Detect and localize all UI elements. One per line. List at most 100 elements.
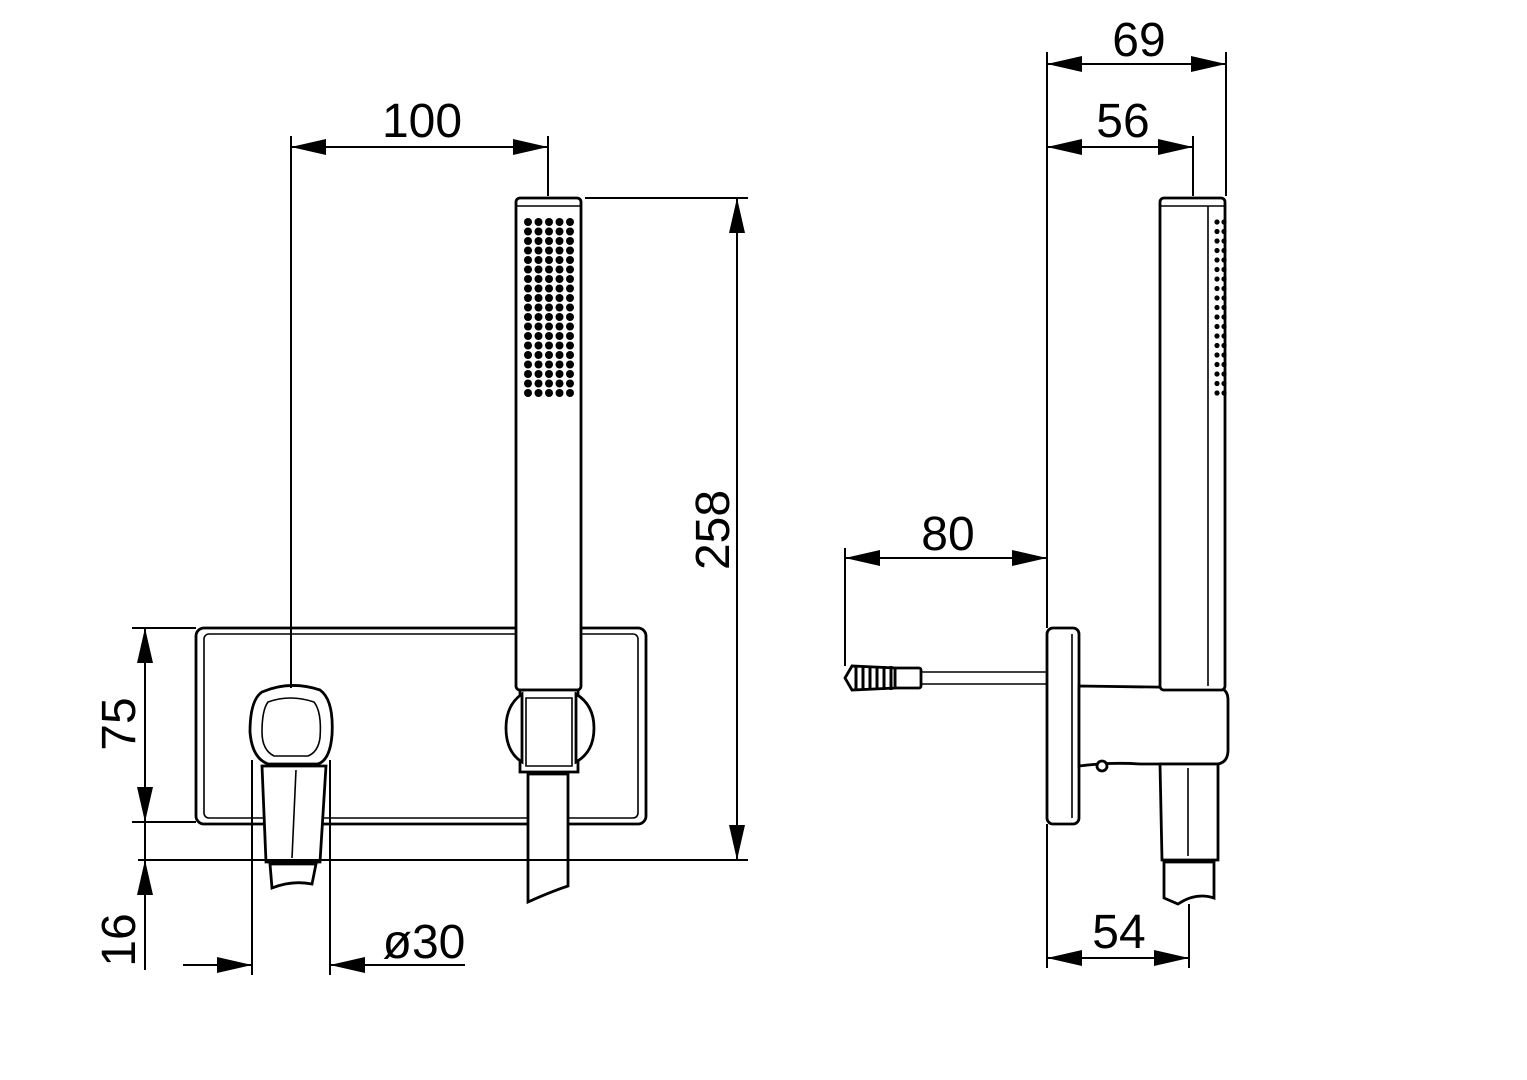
mixer-lever-shade bbox=[291, 769, 297, 859]
spray-nozzle bbox=[534, 389, 543, 397]
side-view: 69 56 80 54 bbox=[843, 14, 1230, 968]
spray-nozzle bbox=[534, 265, 543, 274]
dim-depth-handshower: 56 bbox=[1047, 95, 1194, 196]
side-nozzle bbox=[1214, 238, 1220, 244]
side-nozzle bbox=[1214, 314, 1220, 320]
spray-nozzle bbox=[534, 294, 543, 302]
spray-nozzle bbox=[545, 322, 553, 331]
side-nozzle bbox=[1221, 342, 1227, 349]
spray-nozzle bbox=[545, 360, 553, 369]
spray-nozzle bbox=[524, 218, 532, 226]
spray-nozzle bbox=[566, 389, 574, 397]
spray-nozzle bbox=[555, 389, 564, 397]
spray-nozzle bbox=[555, 256, 564, 264]
spray-nozzle bbox=[534, 313, 543, 321]
spray-nozzle bbox=[545, 256, 553, 264]
dim-label-54: 54 bbox=[1092, 906, 1145, 959]
dim-label-diameter: ø30 bbox=[383, 916, 466, 969]
spray-nozzle bbox=[534, 256, 543, 264]
side-nozzle bbox=[1221, 228, 1227, 235]
spray-nozzle bbox=[555, 227, 564, 236]
side-nozzle bbox=[1221, 361, 1227, 368]
side-nozzle bbox=[1221, 257, 1227, 263]
spray-nozzle bbox=[566, 256, 574, 264]
dim-label-258: 258 bbox=[687, 490, 740, 570]
spray-nozzle bbox=[566, 218, 574, 226]
spray-nozzle bbox=[566, 303, 574, 312]
dim-depth-bottom: 54 bbox=[1046, 824, 1190, 968]
spray-nozzle bbox=[545, 332, 553, 340]
dim-label-69: 69 bbox=[1112, 14, 1165, 67]
spray-nozzle bbox=[566, 275, 574, 283]
spray-nozzle bbox=[534, 360, 543, 369]
spray-nozzle bbox=[555, 237, 564, 245]
dim-diameter: ø30 bbox=[183, 760, 465, 975]
holder-screw bbox=[1095, 759, 1109, 773]
spray-nozzle bbox=[555, 322, 564, 331]
spray-nozzle bbox=[555, 313, 564, 321]
dim-width-top: 100 bbox=[290, 95, 549, 688]
spray-nozzle bbox=[534, 303, 543, 312]
spray-nozzle bbox=[524, 351, 532, 359]
spray-nozzle bbox=[555, 341, 564, 350]
spray-nozzle-grid bbox=[524, 218, 574, 397]
spray-nozzle bbox=[555, 294, 564, 302]
side-nozzle bbox=[1214, 228, 1220, 235]
side-nozzle bbox=[1221, 314, 1227, 320]
side-nozzle bbox=[1221, 304, 1227, 311]
side-nozzle bbox=[1214, 285, 1220, 292]
mixer-lever-knob-inner bbox=[261, 697, 322, 757]
spray-nozzle bbox=[566, 351, 574, 359]
side-nozzle bbox=[1214, 352, 1220, 358]
side-nozzle bbox=[1221, 380, 1227, 387]
side-nozzle-column bbox=[1214, 219, 1227, 396]
side-nozzle bbox=[1214, 247, 1220, 254]
spray-nozzle bbox=[524, 360, 532, 369]
spray-nozzle bbox=[524, 379, 532, 388]
spray-nozzle bbox=[545, 351, 553, 359]
spray-nozzle bbox=[545, 275, 553, 283]
side-nozzle bbox=[1221, 333, 1227, 339]
spray-nozzle bbox=[534, 332, 543, 340]
spray-nozzle bbox=[534, 322, 543, 331]
spray-nozzle bbox=[566, 237, 574, 245]
spray-nozzle bbox=[524, 246, 532, 255]
spray-nozzle bbox=[555, 351, 564, 359]
dim-label-100: 100 bbox=[382, 95, 462, 148]
spray-nozzle bbox=[545, 237, 553, 245]
side-nozzle bbox=[1221, 323, 1227, 330]
side-nozzle bbox=[1221, 352, 1227, 358]
spray-nozzle bbox=[566, 341, 574, 350]
spray-nozzle bbox=[524, 332, 532, 340]
side-nozzle bbox=[1214, 342, 1220, 349]
spray-nozzle bbox=[545, 379, 553, 388]
holder-arm bbox=[1077, 684, 1230, 768]
side-nozzle bbox=[1214, 276, 1220, 282]
spray-nozzle bbox=[545, 313, 553, 321]
spray-nozzle bbox=[545, 389, 553, 397]
front-view: 100 258 75 16 bbox=[93, 95, 748, 975]
dim-wall-anchor: 80 bbox=[844, 508, 1047, 666]
spray-nozzle bbox=[545, 284, 553, 293]
side-nozzle bbox=[1221, 285, 1227, 292]
side-nozzle bbox=[1214, 266, 1220, 273]
spray-nozzle bbox=[566, 284, 574, 293]
spray-nozzle bbox=[566, 294, 574, 302]
holder-left-clip bbox=[504, 691, 524, 765]
spray-nozzle bbox=[566, 246, 574, 255]
dim-label-56: 56 bbox=[1096, 95, 1149, 148]
spray-nozzle bbox=[555, 379, 564, 388]
side-nozzle bbox=[1221, 266, 1227, 273]
holder-inner bbox=[525, 697, 573, 767]
dim-label-75: 75 bbox=[93, 697, 146, 750]
side-hose bbox=[1162, 860, 1216, 906]
side-nozzle bbox=[1221, 390, 1227, 396]
spray-nozzle bbox=[566, 370, 574, 378]
side-nozzle bbox=[1221, 219, 1227, 225]
spray-nozzle bbox=[555, 303, 564, 312]
spray-nozzle bbox=[566, 265, 574, 274]
spray-nozzle bbox=[566, 313, 574, 321]
side-nozzle bbox=[1221, 295, 1227, 301]
spray-nozzle bbox=[545, 294, 553, 302]
spray-nozzle bbox=[566, 332, 574, 340]
